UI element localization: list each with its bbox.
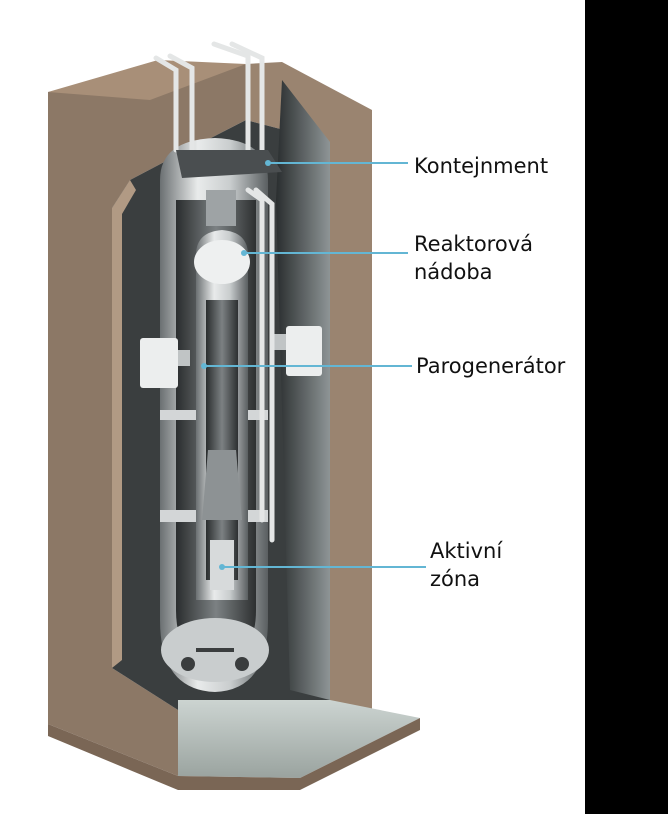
riser-pipe bbox=[253, 187, 275, 543]
label-steam-generator: Parogenerátor bbox=[416, 354, 566, 378]
floor bbox=[178, 700, 420, 778]
label-reactor-vessel: Reaktorová nádoba bbox=[414, 232, 533, 284]
leader-lines bbox=[201, 160, 426, 570]
wall-bevel bbox=[112, 180, 136, 668]
connector-right bbox=[272, 334, 286, 350]
top-head bbox=[176, 150, 282, 226]
base-edge bbox=[48, 718, 420, 790]
head-cover bbox=[176, 150, 282, 178]
control-rod-drive bbox=[206, 190, 236, 226]
side-bar bbox=[585, 0, 668, 814]
core-funnel bbox=[202, 450, 242, 520]
pipe bbox=[229, 41, 265, 153]
bottom-port bbox=[181, 657, 195, 671]
core-barrel bbox=[206, 300, 238, 580]
left-wall-front bbox=[48, 64, 246, 776]
pipe bbox=[167, 53, 195, 153]
bottom-port bbox=[235, 657, 249, 671]
riser-pipe bbox=[245, 187, 265, 523]
pipe bbox=[211, 41, 251, 153]
pipe bbox=[153, 55, 179, 153]
reactor-vessel-dome bbox=[194, 240, 250, 284]
connector-left bbox=[178, 350, 190, 366]
bottom-slot bbox=[196, 648, 234, 652]
label-containment: Kontejnment bbox=[414, 154, 549, 178]
top-rim-left bbox=[48, 60, 246, 100]
right-wall bbox=[246, 62, 372, 720]
leader-dot bbox=[219, 564, 225, 570]
steam-generator-left bbox=[140, 338, 178, 388]
leader-dot bbox=[241, 250, 247, 256]
label-active-core: Aktivní zóna bbox=[430, 539, 503, 591]
steam-generator-modules bbox=[140, 326, 322, 388]
leader-dot bbox=[265, 160, 271, 166]
leader-dot bbox=[201, 363, 207, 369]
interior-right-wall bbox=[276, 80, 330, 700]
reactor-cutaway-illustration bbox=[48, 41, 426, 790]
reactor-vessel bbox=[194, 230, 250, 600]
piping bbox=[153, 41, 275, 543]
steam-generator-right bbox=[286, 326, 322, 376]
